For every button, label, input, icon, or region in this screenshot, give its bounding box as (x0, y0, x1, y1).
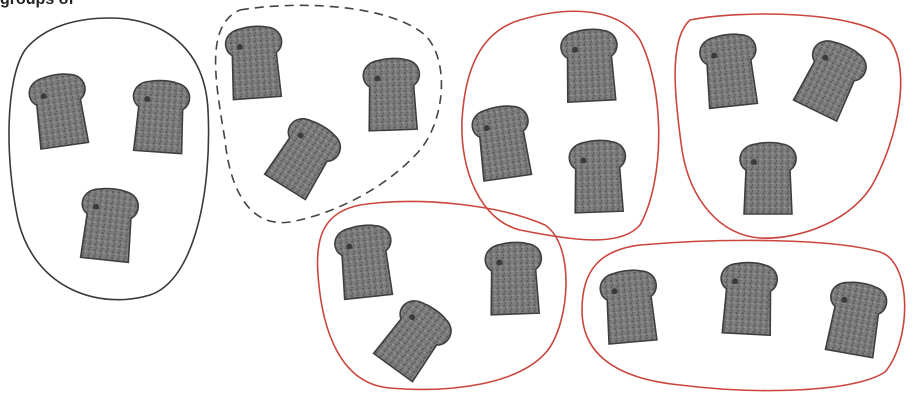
bread-slice-icon (740, 143, 796, 215)
bread-slice-icon (130, 79, 191, 154)
bread-slice-icon (27, 71, 93, 150)
bread-slice-icon (261, 111, 346, 201)
bread-slice-icon (470, 103, 536, 182)
bread-slice-icon (569, 140, 628, 213)
bread-slice-icon (822, 278, 890, 358)
bread-slice-icon (560, 28, 620, 102)
bread-slice-icon (599, 268, 661, 344)
bread-slice-icon (77, 186, 140, 263)
bread-slice-icon (718, 261, 778, 335)
bread-slice-icon (333, 223, 396, 300)
bread-slice-icon (485, 242, 544, 315)
bread-slice-icon (363, 58, 422, 131)
bread-slice-icon (698, 32, 761, 109)
bread-slice-icon (370, 293, 457, 384)
bread-slice-icon (224, 25, 285, 100)
bread-slice-icon (790, 34, 872, 123)
